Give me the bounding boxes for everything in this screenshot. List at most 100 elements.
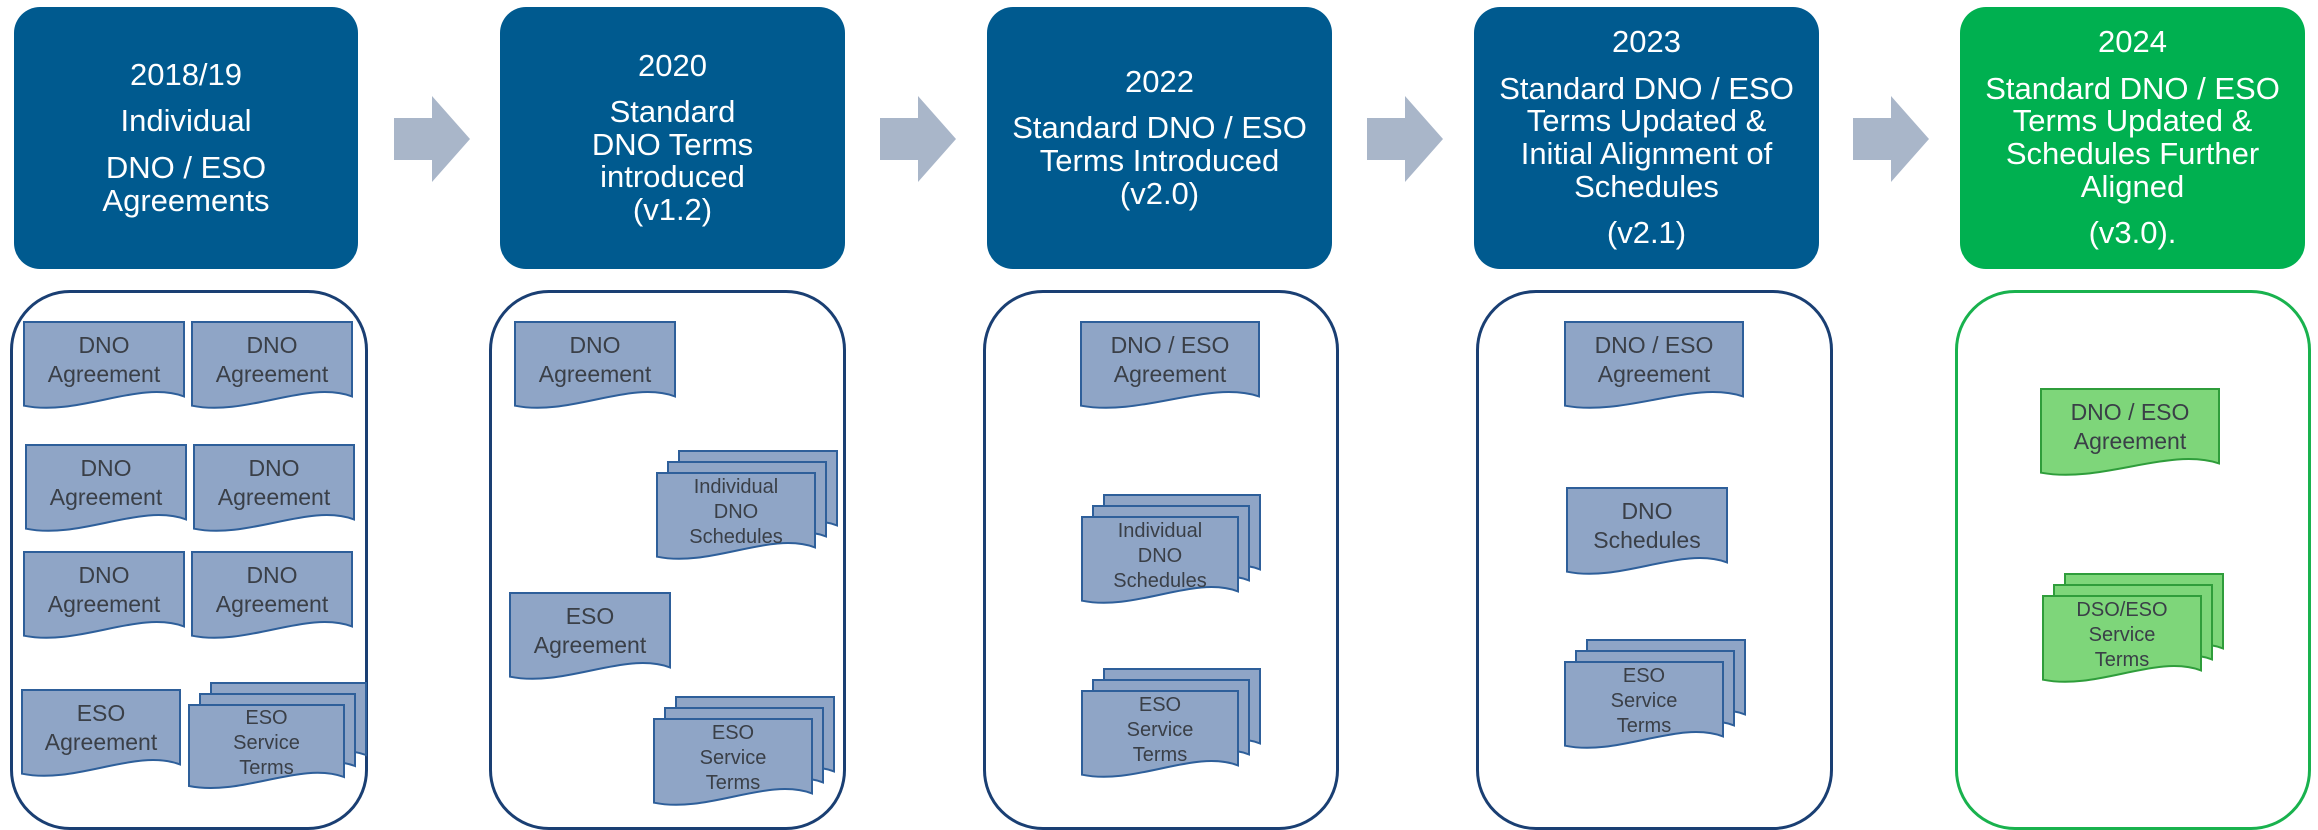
document-label-line: Schedules <box>1113 570 1207 593</box>
stage-header-2022: 2022 Standard DNO / ESO Terms Introduced… <box>987 7 1332 269</box>
document-label-line: Agreement <box>2073 428 2187 455</box>
document-label-line: Agreement <box>215 591 329 618</box>
stage-title-line: DNO / ESO <box>105 150 267 185</box>
document-label-line: DNO <box>248 455 300 482</box>
stage-version: (v3.0). <box>2088 215 2177 251</box>
document-label-line: Agreement <box>538 361 652 388</box>
document-label-line: DNO <box>80 455 132 482</box>
stage-title-line: Individual <box>120 103 252 139</box>
document-label-line: Agreement <box>47 591 161 618</box>
document-label-line: Service <box>699 747 767 770</box>
document-label-line: DNO / ESO <box>1110 332 1230 359</box>
stage-title-line: Standard DNO / ESO <box>1985 70 2280 106</box>
document-icon <box>193 444 355 532</box>
document-label-line: DNO <box>246 332 298 359</box>
stage-title-line: Standard DNO / ESO <box>1012 110 1307 146</box>
stage-title-line: Agreements <box>102 182 270 218</box>
document-stack-icon <box>653 696 835 806</box>
document-label-line: Terms <box>2094 649 2150 672</box>
stage-panel-2024 <box>1955 290 2311 830</box>
document-label-line: Agreement <box>533 632 647 659</box>
document-icon <box>25 444 187 532</box>
stage-version: (v1.2) <box>632 191 713 227</box>
document-label-line: Agreement <box>217 484 331 511</box>
stage-title-line: Schedules <box>1574 168 1719 204</box>
document-label-line: DNO <box>1137 545 1183 568</box>
document-icon <box>21 689 181 777</box>
stage-title-line: Terms Introduced <box>1039 143 1280 178</box>
document-label-line: Individual <box>693 476 779 499</box>
stage-year: 2024 <box>2098 24 2167 60</box>
stage-header-2018-19: 2018/19 Individual DNO / ESO Agreements <box>14 7 358 269</box>
document-icon <box>1564 321 1744 409</box>
document-label-line: DNO / ESO <box>1594 332 1714 359</box>
document-label-line: ESO <box>565 603 615 630</box>
document-label-line: DNO <box>78 332 130 359</box>
stage-version: (v2.0) <box>1119 175 1200 211</box>
document-label-line: ESO <box>711 722 755 745</box>
document-label-line: Agreement <box>49 484 163 511</box>
stage-year: 2020 <box>638 47 707 83</box>
document-icon <box>2040 388 2220 476</box>
stage-header-2020: 2020 Standard DNO Terms introduced (v1.2… <box>500 7 845 269</box>
stage-title-line: Terms Updated & <box>2012 103 2253 139</box>
stage-year: 2022 <box>1125 63 1194 99</box>
document-label-line: Terms <box>705 772 761 795</box>
document-icon <box>23 551 185 639</box>
document-label-line: ESO <box>76 700 126 727</box>
stage-header-2024: 2024 Standard DNO / ESO Terms Updated & … <box>1960 7 2305 269</box>
document-label-line: DNO <box>713 501 759 524</box>
stage-title-line: Initial Alignment of <box>1520 136 1773 171</box>
document-icon <box>23 321 185 409</box>
document-label-line: ESO <box>1622 665 1666 688</box>
document-label-line: Terms <box>1132 744 1188 767</box>
document-icon <box>191 321 353 409</box>
document-label-line: Agreement <box>44 729 158 756</box>
document-label-line: Schedules <box>1593 527 1701 554</box>
document-label-line: ESO <box>1138 694 1182 717</box>
stage-title-line: Standard DNO / ESO <box>1499 70 1794 106</box>
document-icon <box>514 321 676 409</box>
stage-title-line: DNO Terms <box>591 126 754 162</box>
document-stack-icon <box>1564 639 1746 749</box>
right-arrow-icon <box>394 96 470 182</box>
document-stack-icon <box>1081 494 1261 604</box>
document-icon <box>1566 487 1728 575</box>
document-label-line: Individual <box>1117 520 1203 543</box>
document-label-line: DNO / ESO <box>2070 399 2190 426</box>
stage-title-line: introduced <box>600 159 745 195</box>
document-label-line: DNO <box>1621 498 1673 525</box>
document-label-line: ESO <box>245 707 288 730</box>
document-label-line: Agreement <box>215 361 329 388</box>
stage-title-line: Aligned <box>2080 168 2185 204</box>
stage-title-line: Schedules Further <box>2005 136 2260 171</box>
